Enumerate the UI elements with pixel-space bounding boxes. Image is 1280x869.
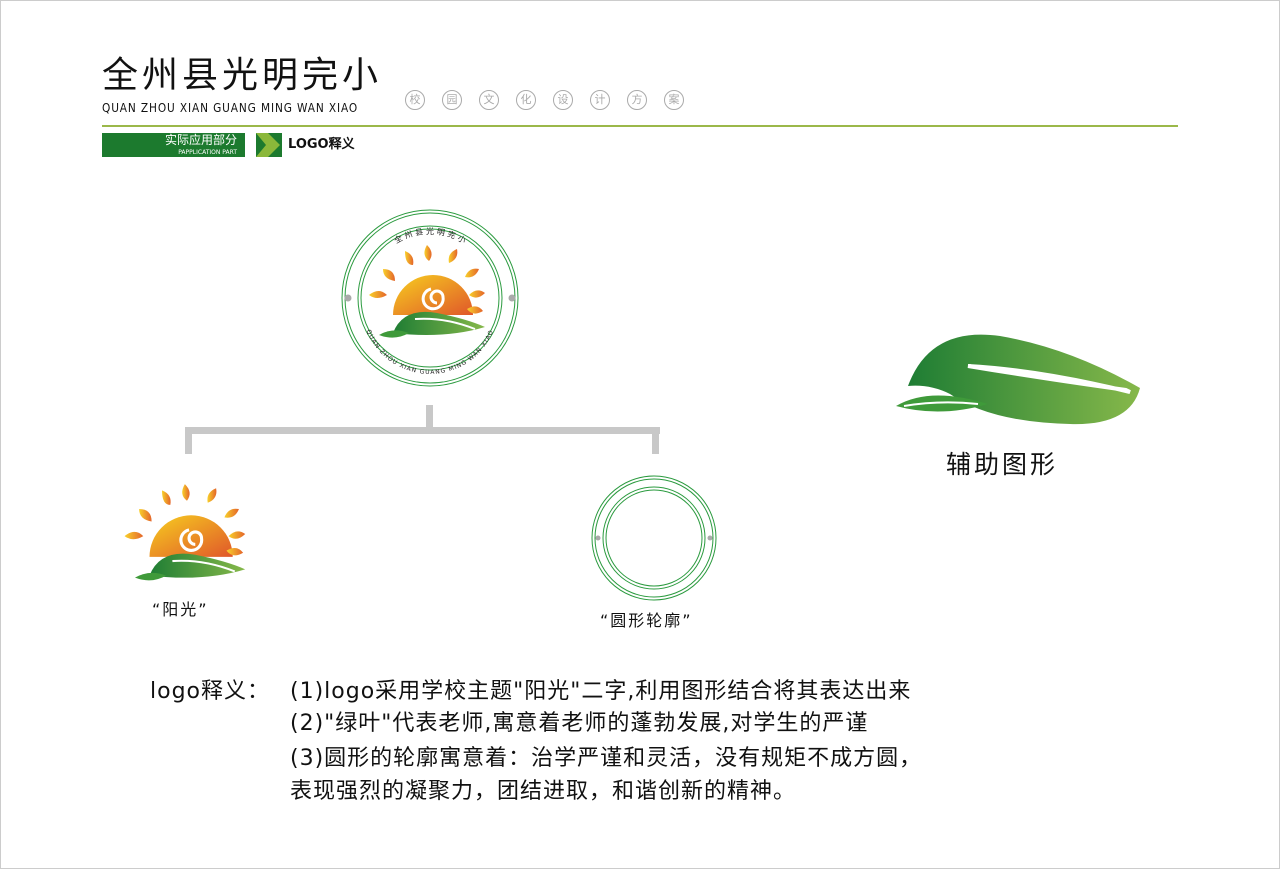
circle-outline-graphic [591,475,717,601]
subtitle-char: 文 [479,90,499,110]
connector-line [185,427,660,434]
subtitle-char: 园 [442,90,462,110]
header-rule [102,125,1178,127]
subtitle-char: 化 [516,90,536,110]
circle-caption: “圆形轮廓” [600,611,693,630]
subtitle-circled-chars: 校 园 文 化 设 计 方 案 [405,90,684,110]
logo-ring-top-text: 全 州 县 光 明 完 小 [392,226,467,245]
section-tag-cn: 实际应用部分 [164,133,237,147]
connector-line [426,405,433,433]
explanation-line: (2)"绿叶"代表老师,寓意着老师的蓬勃发展,对学生的严谨 [290,711,869,736]
section-tag: 实际应用部分 PAPPLICATION PART [102,133,245,157]
section-tag-en: PAPPLICATION PART [178,149,237,156]
sun-graphic [122,482,247,582]
explanation-label: logo释义： [150,679,270,704]
explanation-line: (1)logo采用学校主题"阳光"二字,利用图形结合将其表达出来 [290,679,912,704]
subtitle-char: 计 [590,90,610,110]
subtitle-char: 案 [664,90,684,110]
leaf-graphic [896,334,1140,425]
subtitle-char: 方 [627,90,647,110]
school-pinyin: QUAN ZHOU XIAN GUANG MING WAN XIAO [102,101,359,115]
explanation-line: 表现强烈的凝聚力，团结进取，和谐创新的精神。 [290,779,797,804]
aux-graphic-caption: 辅助图形 [946,450,1059,479]
school-title: 全州县光明完小 [102,55,383,96]
school-logo: 全 州 县 光 明 完 小 QUAN ZHOU XIAN GUANG MING … [341,209,519,387]
explanation-line: (3)圆形的轮廓寓意着：治学严谨和灵活，没有规矩不成方圆， [290,746,923,771]
sun-caption: “阳光” [152,600,209,619]
section-title: LOGO释义 [288,137,355,152]
svg-text:全 州 县 光 明 完 小: 全 州 县 光 明 完 小 [392,226,467,245]
chevron-right-icon [256,133,282,157]
subtitle-char: 设 [553,90,573,110]
connector-line [185,427,192,454]
subtitle-char: 校 [405,90,425,110]
connector-line [652,427,659,454]
